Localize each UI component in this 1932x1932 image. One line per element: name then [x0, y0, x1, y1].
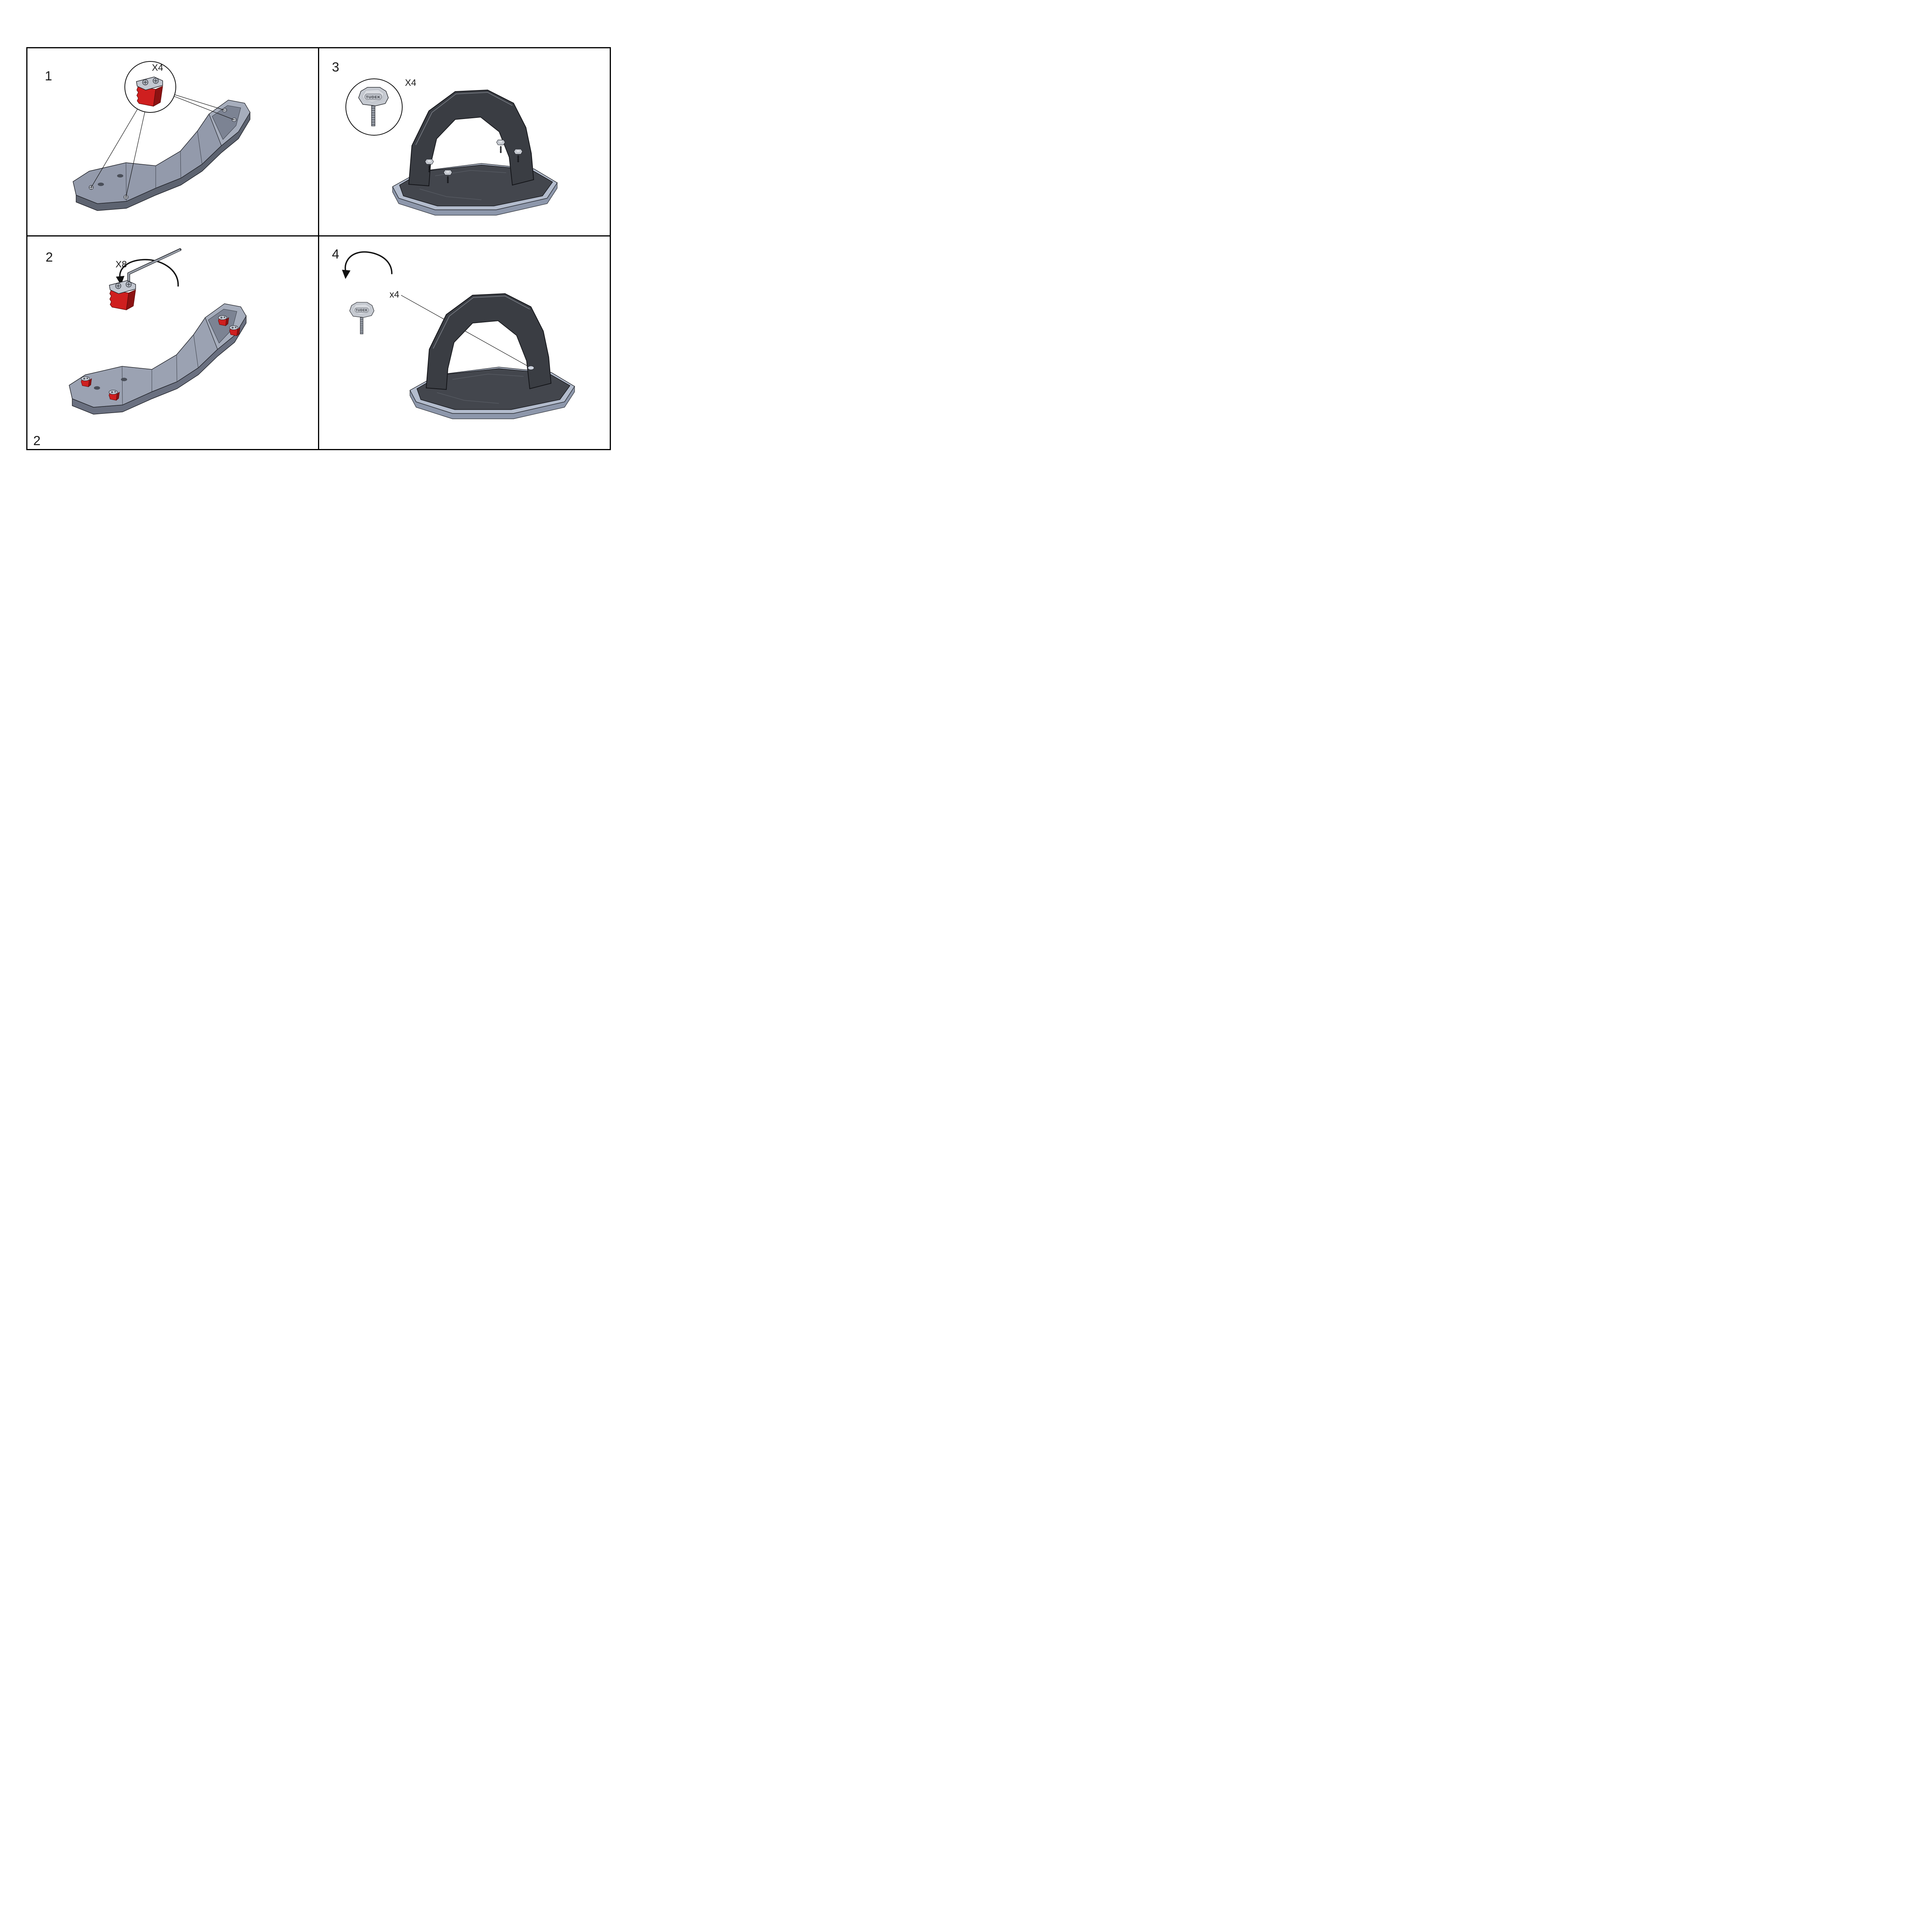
- thumbscrew: [425, 159, 434, 172]
- instruction-grid: 1: [26, 47, 611, 450]
- rotation-arrow: [342, 251, 393, 279]
- step-2-quantity: X8: [116, 259, 127, 270]
- page-number: 2: [33, 434, 41, 448]
- thumbscrews: [425, 139, 523, 183]
- step-2-number: 2: [46, 250, 53, 265]
- step-3-number: 3: [332, 60, 339, 75]
- step-1-illustration: 1: [45, 61, 250, 211]
- leader-line: [401, 295, 531, 368]
- rubber-clamp-part: [109, 280, 136, 311]
- installed-clamp: [229, 325, 240, 337]
- step-1-quantity: X4: [152, 63, 163, 73]
- carrier-body: [392, 89, 558, 216]
- bracket-hole: [121, 378, 127, 381]
- step-4-panel: 4 TUDEK x4: [319, 236, 610, 449]
- tudek-knob: TUDEK: [349, 302, 374, 334]
- thumbscrew: [496, 139, 505, 153]
- step-4-illustration: 4 TUDEK x4: [332, 247, 575, 419]
- allen-key-icon: [127, 248, 182, 285]
- installed-clamps: [81, 315, 240, 401]
- knob-brand-label: TUDEK: [366, 95, 381, 100]
- bracket-hole: [94, 386, 100, 390]
- step-1-panel: 1: [27, 48, 318, 235]
- clamp-screws: [142, 78, 159, 85]
- knob-threaded-shaft: [360, 317, 364, 334]
- bracket-hole: [98, 182, 104, 186]
- installed-clamp: [109, 390, 120, 401]
- screw-hole: [527, 366, 534, 370]
- step-2-illustration: 2 2 X8: [33, 248, 247, 448]
- mounting-bracket: [73, 100, 250, 211]
- step-3-illustration: 3: [332, 60, 558, 216]
- knob-brand-label: TUDEK: [356, 309, 368, 312]
- step-1-number: 1: [45, 69, 52, 83]
- clamp-screws: [115, 281, 132, 289]
- rotation-arrow: [116, 259, 179, 287]
- thumbscrew: [514, 149, 523, 162]
- knob-threaded-shaft: [371, 105, 376, 126]
- step-4-quantity: x4: [389, 289, 399, 300]
- bracket-hole: [117, 174, 123, 178]
- leader-lines: [91, 94, 235, 197]
- tudek-knob: TUDEK: [358, 87, 389, 126]
- thumbscrew: [443, 170, 452, 183]
- step-2-panel: 2 2 X8: [27, 236, 318, 449]
- step-3-panel: 3: [319, 48, 610, 235]
- carrier-body: [409, 293, 575, 419]
- mounting-bracket: [69, 303, 247, 415]
- step-3-quantity: X4: [405, 78, 416, 88]
- installed-clamp: [218, 315, 229, 327]
- installed-clamp: [81, 376, 92, 388]
- rubber-clamp-part: [136, 77, 163, 107]
- step-4-number: 4: [332, 247, 339, 262]
